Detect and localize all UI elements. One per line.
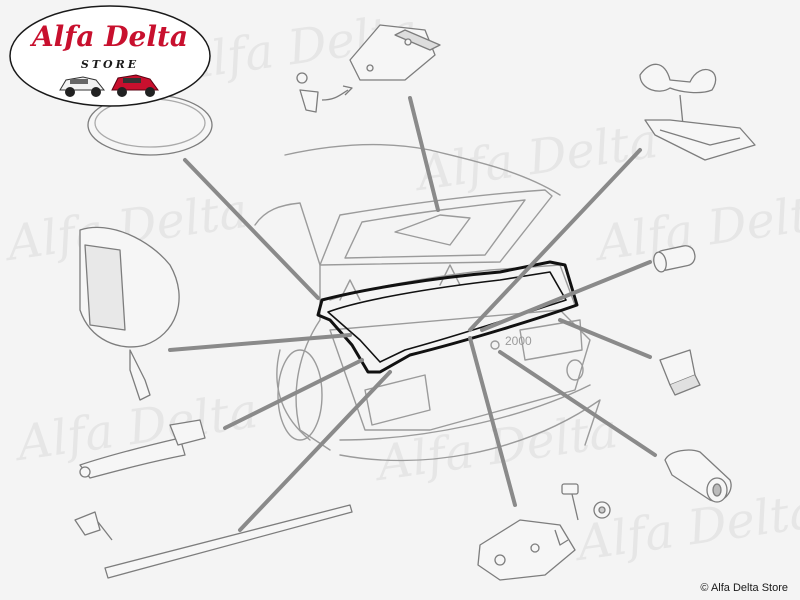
lower-panel (339, 399, 601, 462)
leader-line (558, 318, 652, 359)
latch-mechanism-part (477, 519, 576, 581)
leader-line (408, 96, 440, 212)
leader-line (498, 350, 657, 457)
copyright-notice: © Alfa Delta Store (700, 582, 788, 594)
leader-line (468, 336, 517, 507)
logo-graphic: Alfa Delta STORE (9, 5, 211, 107)
leader-line (168, 333, 352, 352)
leader-line (183, 158, 320, 300)
leader-lines (168, 96, 657, 532)
logo-script-name: Alfa Delta (29, 20, 188, 53)
lock-cylinder-part (664, 449, 732, 503)
brand-logo: Alfa Delta STORE (8, 4, 213, 109)
bracket-part (659, 349, 701, 396)
wheel (277, 349, 323, 441)
body-left-side (254, 202, 331, 451)
trunk-lamp-part (79, 226, 180, 401)
red-car-icon (111, 74, 159, 97)
watermark-text: Alfa Delta (570, 483, 800, 573)
leader-line (223, 358, 364, 430)
hinge-left-inside (339, 279, 361, 301)
leader-line (480, 260, 652, 332)
exhaust-pipe (566, 359, 584, 381)
latch-bolt-part (561, 483, 579, 521)
wing-nut-part (639, 63, 717, 126)
tail-light-right (519, 319, 583, 361)
white-car-icon (59, 76, 106, 97)
rubber-buffer-part (653, 245, 696, 273)
rear-window-panel (394, 214, 471, 246)
bolt-part (296, 72, 353, 113)
bumper (339, 384, 591, 441)
car-roofline (284, 143, 561, 196)
trunk-seal (316, 260, 579, 374)
wheel-arch (276, 349, 311, 441)
seal-strip-part (104, 504, 353, 579)
trunk-badge: 2000 (505, 334, 532, 348)
trunk-lock-hole (490, 340, 500, 350)
logo-subtitle: STORE (81, 58, 139, 71)
parts (74, 24, 756, 581)
latch-plate-part (644, 119, 756, 161)
leader-line (238, 370, 392, 532)
trunk-lid-inner (344, 199, 526, 259)
washer-part (593, 501, 611, 519)
leader-line (468, 148, 642, 332)
seal-outer (316, 260, 579, 374)
trunk-strap-part (79, 419, 206, 479)
tail-light-left (364, 374, 431, 426)
hinge-part (349, 24, 441, 81)
push-clip-part (74, 511, 113, 541)
watermark-text: Alfa Delta (410, 113, 661, 203)
trunk-lid (319, 189, 553, 266)
seal-inner (327, 271, 567, 363)
